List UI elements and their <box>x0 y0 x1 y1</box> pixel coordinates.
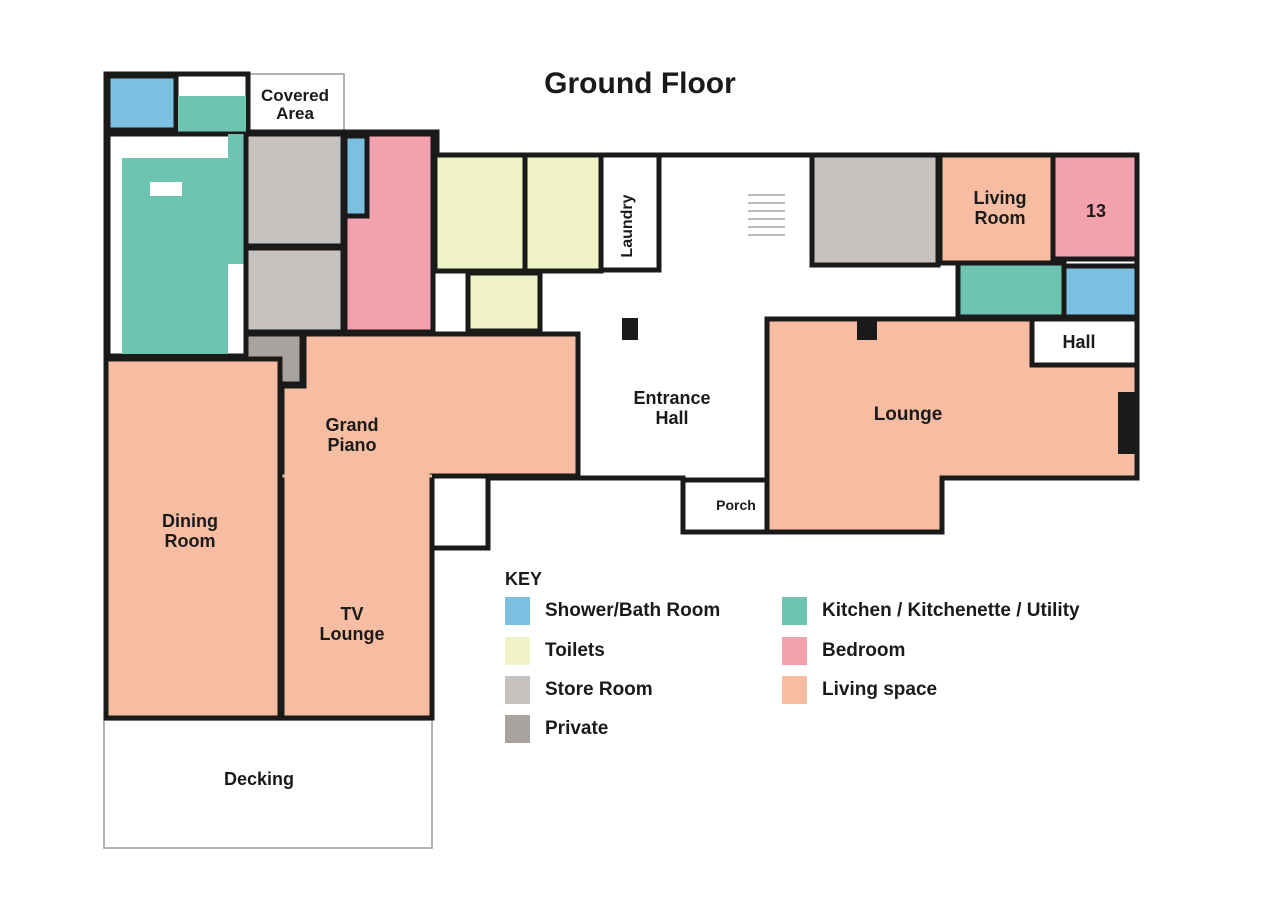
living-room-label-2: Room <box>975 208 1026 228</box>
tv-lounge-label-2: Lounge <box>320 624 385 644</box>
bedroom-13-label: 13 <box>1086 201 1106 221</box>
legend-label: Private <box>545 718 609 739</box>
legend: KEY Shower/Bath Room Toilets Store Room … <box>505 569 1145 743</box>
legend-item-shower: Shower/Bath Room <box>505 597 720 625</box>
legend-swatch <box>505 597 530 625</box>
legend-label: Shower/Bath Room <box>545 600 721 621</box>
legend-swatch <box>505 676 530 704</box>
toilets-3 <box>465 270 543 334</box>
fireplace <box>1118 392 1138 454</box>
entrance-hall-label-2: Hall <box>655 408 688 428</box>
entrance-hall-label: Entrance <box>633 388 710 408</box>
legend-item-kitchen: Kitchen / Kitchenette / Utility <box>782 597 1080 625</box>
legend-swatch <box>505 715 530 743</box>
dining-room-label: Dining <box>162 511 218 531</box>
legend-item-living: Living space <box>782 676 937 704</box>
pillar <box>622 318 638 340</box>
laundry-label: Laundry <box>619 194 636 257</box>
grand-piano-tv-lounge <box>279 331 581 721</box>
grand-piano-label-2: Piano <box>327 435 376 455</box>
toilets-2 <box>522 152 604 274</box>
kitchen-fill-2 <box>228 134 244 264</box>
tv-lounge-label: TV <box>340 604 363 624</box>
legend-label: Store Room <box>545 679 653 700</box>
store-room-right <box>809 152 941 268</box>
legend-swatch <box>782 637 807 665</box>
laundry-room <box>598 152 662 273</box>
store-room-2 <box>243 245 346 335</box>
legend-swatch <box>782 597 807 625</box>
bedroom-13 <box>1050 152 1140 262</box>
kitchen-entry <box>178 96 246 136</box>
hall-label: Hall <box>1062 332 1095 352</box>
page-title: Ground Floor <box>544 67 736 100</box>
lounge-room <box>764 316 1140 535</box>
legend-item-store: Store Room <box>505 676 653 704</box>
dining-room <box>103 356 283 721</box>
legend-item-bedroom: Bedroom <box>782 637 905 665</box>
decking-label: Decking <box>224 769 294 789</box>
legend-title: KEY <box>505 569 543 589</box>
porch-label: Porch <box>716 497 756 513</box>
covered-area-label: Covered <box>261 86 329 105</box>
kitchen-island <box>150 182 182 196</box>
grand-piano-label: Grand <box>325 415 378 435</box>
legend-swatch <box>782 676 807 704</box>
stairs <box>748 194 785 236</box>
shower-room-right <box>1061 263 1140 320</box>
legend-label: Bedroom <box>822 640 906 661</box>
living-room-label: Living <box>974 188 1027 208</box>
legend-label: Toilets <box>545 640 605 661</box>
porch-room <box>680 477 770 535</box>
covered-area-label-2: Area <box>276 104 314 123</box>
legend-label: Living space <box>822 679 938 700</box>
dining-room-label-2: Room <box>165 531 216 551</box>
chimney-breast <box>857 320 877 340</box>
legend-swatch <box>505 637 530 665</box>
lounge-label: Lounge <box>874 404 943 425</box>
shower-room-top-left <box>105 73 179 133</box>
legend-item-toilets: Toilets <box>505 637 605 665</box>
store-room-1 <box>243 131 346 249</box>
legend-label: Kitchen / Kitchenette / Utility <box>822 600 1080 621</box>
kitchenette <box>955 260 1067 320</box>
toilets-1 <box>432 152 528 274</box>
ensuite-shower <box>342 133 370 219</box>
legend-item-private: Private <box>505 715 608 743</box>
